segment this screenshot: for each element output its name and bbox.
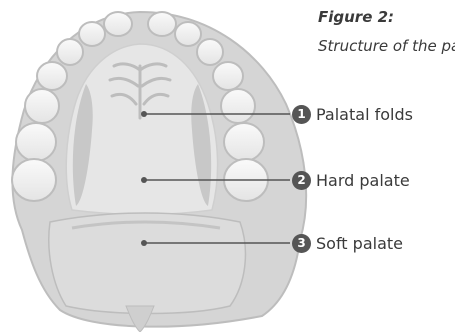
callout-hard-palate: 2 Hard palate — [292, 170, 410, 190]
callout-number-badge: 2 — [292, 171, 311, 190]
callout-number-badge: 1 — [292, 105, 311, 124]
callout-label: Palatal folds — [316, 105, 413, 124]
callout-label: Soft palate — [316, 234, 403, 253]
figure-caption: Figure 2: Structure of the palate — [318, 8, 455, 57]
figure-caption-text: Structure of the palate — [318, 35, 455, 57]
callout-soft-palate: 3 Soft palate — [292, 233, 403, 253]
callout-palatal-folds: 1 Palatal folds — [292, 104, 413, 124]
callout-label: Hard palate — [316, 171, 410, 190]
figure-label: Figure 2: — [318, 8, 455, 27]
callout-number-badge: 3 — [292, 234, 311, 253]
